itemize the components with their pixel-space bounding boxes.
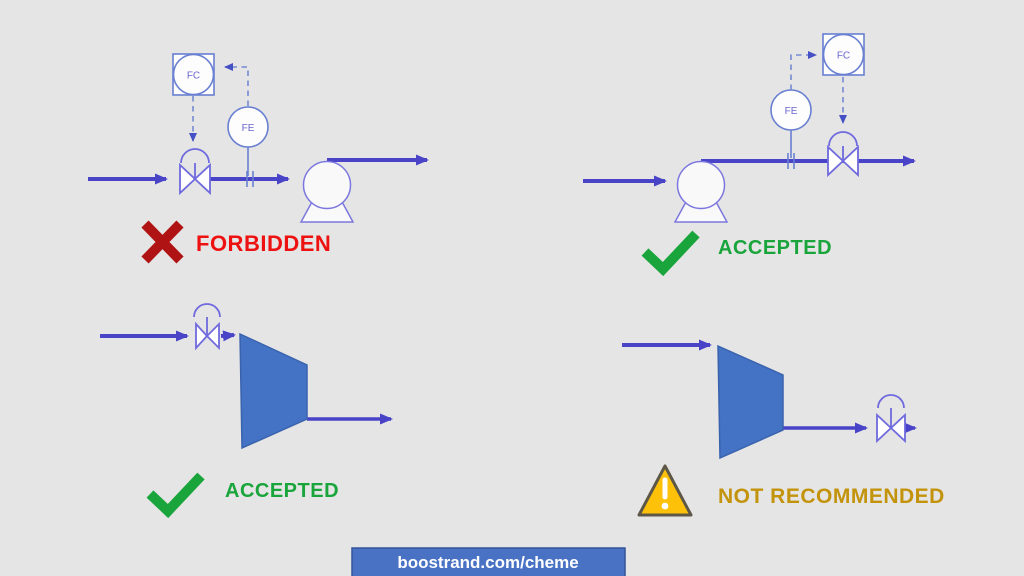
valve-actuator-dome-icon [193, 303, 221, 318]
pump [299, 160, 355, 223]
flow-controller: FC [172, 53, 215, 96]
valve-body-right [193, 162, 211, 196]
valve-body-left [179, 162, 197, 196]
valve-body-right [889, 412, 906, 444]
flow-element-bubble [227, 106, 269, 148]
flow-element-label: FE [785, 106, 798, 117]
panel-turbine-valve-downstream: NOT RECOMMENDED [622, 339, 945, 517]
valve-body-right [205, 321, 220, 351]
valve-body-right [841, 144, 859, 178]
controller-bubble [822, 33, 865, 76]
x-icon [141, 220, 184, 264]
turbine [717, 344, 784, 460]
valve-actuator-dome-icon [180, 148, 210, 164]
controller-bubble [172, 53, 215, 96]
panel-turbine-valve-upstream: ACCEPTED [100, 303, 393, 519]
control-valve [827, 131, 859, 178]
verdict-label: FORBIDDEN [196, 231, 331, 256]
control-valve [876, 394, 906, 444]
footer-url: boostrand.com/cheme [397, 553, 578, 572]
orifice-flow-element: FE [770, 89, 812, 169]
valve-body-left [827, 144, 845, 178]
valve-actuator-dome-icon [877, 394, 905, 409]
pump-casing [676, 160, 726, 210]
valve-body-left [195, 321, 209, 351]
panel-pump-valve-downstream: FE FC ACCEPTED [583, 33, 916, 277]
controller-label: FC [837, 51, 850, 62]
valve-actuator-dome-icon [828, 131, 858, 147]
verdict-label: ACCEPTED [225, 480, 339, 502]
flow-controller: FC [822, 33, 865, 76]
flow-arrow-to-turbine [220, 330, 236, 342]
panel-pump-valve-upstream: FE FC FORBIDDEN [88, 53, 429, 264]
pump-casing [302, 160, 352, 210]
flow-element-label: FE [242, 123, 255, 134]
warning-icon [637, 464, 693, 517]
turbine [239, 332, 308, 450]
signal-line-fe-to-fc [224, 63, 249, 106]
signal-line-fe-to-fc [790, 51, 817, 90]
footer-banner: boostrand.com/cheme [351, 547, 626, 576]
verdict-label: NOT RECOMMENDED [718, 485, 945, 508]
verdict-label: ACCEPTED [718, 237, 832, 259]
valve-body-left [876, 412, 893, 444]
orifice-flow-element: FE [227, 106, 269, 187]
check-icon [641, 230, 700, 277]
pump [673, 160, 729, 223]
controller-label: FC [187, 71, 200, 82]
control-valve [179, 148, 211, 196]
control-valve [193, 303, 221, 351]
footer-banner-background [351, 547, 626, 576]
check-icon [146, 472, 205, 519]
